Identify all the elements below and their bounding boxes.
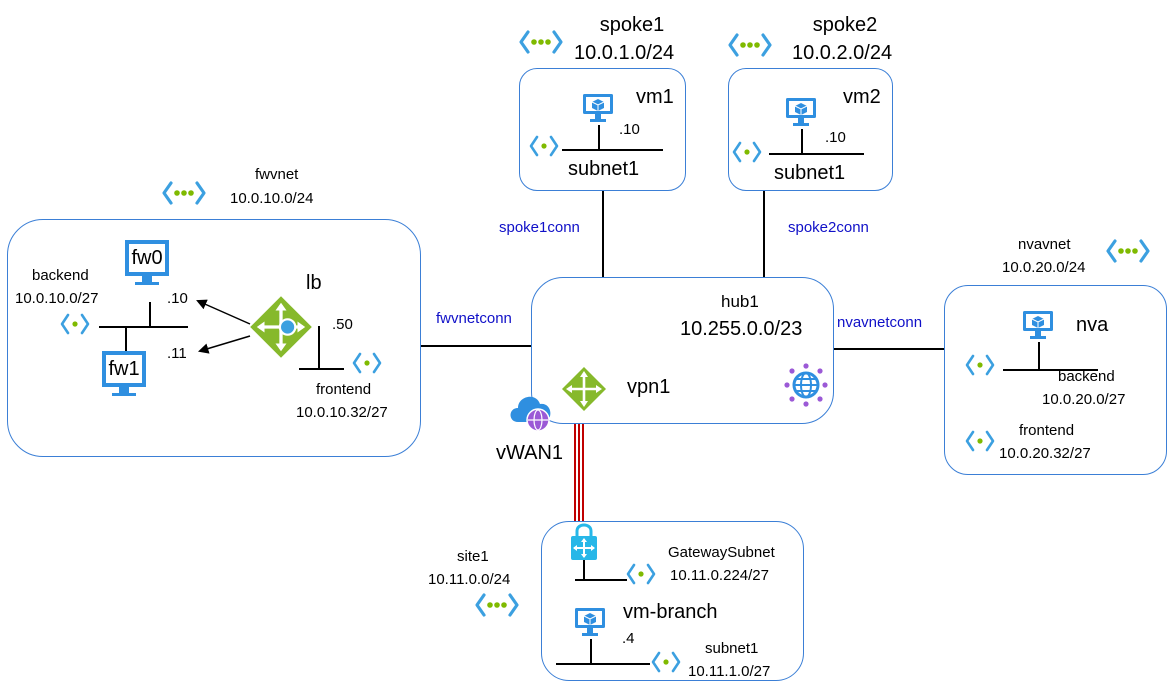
site1-gateway-subnet-cidr: 10.11.0.224/27 — [670, 567, 769, 584]
vm1-name: vm1 — [636, 86, 674, 108]
spoke2-connection-label: spoke2conn — [788, 219, 869, 236]
fwvnet-backend-name: backend — [32, 267, 89, 284]
vm-branch-vm-icon — [574, 607, 606, 639]
site1-subnet-cidr: 10.11.1.0/27 — [688, 663, 771, 680]
spoke2-subnet-bus — [769, 153, 864, 155]
spoke2-vnet-box: vm2 .10 subnet1 — [728, 68, 893, 191]
nvavnet-connection-label: nvavnetconn — [837, 314, 923, 331]
fw1-name: fw1 — [108, 358, 140, 380]
vm1-vm-icon — [582, 93, 614, 125]
spoke1-connection-line — [602, 190, 604, 277]
spoke1-subnet-icon — [529, 134, 559, 158]
nva-vm-icon — [1022, 310, 1054, 342]
nvavnet-box: nva backend 10.0.20.0/27 frontend 10.0.2… — [944, 285, 1167, 475]
fwvnet-frontend-name: frontend — [316, 381, 372, 398]
fwvnet-frontend-subnet-icon — [352, 351, 382, 375]
vpn-gateway-lock-icon — [570, 522, 598, 562]
fwvnet-box: fw0 fw1 backend 10.0.10.0/27 .10 .11 lb … — [7, 219, 421, 457]
site1-gateway-bus — [575, 579, 627, 581]
vm1-ip: .10 — [619, 121, 640, 138]
fwvnet-backend-subnet-icon — [60, 312, 90, 336]
nvavnet-backend-cidr: 10.0.20.0/27 — [1042, 391, 1126, 408]
fwvnet-frontend-cidr: 10.0.10.32/27 — [296, 404, 388, 421]
nvavnet-backend-subnet-icon — [965, 353, 995, 377]
lb-name: lb — [306, 272, 322, 294]
nvavnet-connection-line — [832, 348, 945, 350]
vm-branch-ip: .4 — [622, 630, 635, 647]
spoke2-subnet-name: subnet1 — [774, 162, 846, 184]
fwvnet-name: fwvnet — [255, 166, 299, 183]
vm2-vm-icon — [785, 97, 817, 129]
nva-name: nva — [1076, 314, 1109, 336]
spoke2-connection-line — [763, 190, 765, 277]
hub1-box: hub1 10.255.0.0/23 vpn1 — [531, 277, 834, 424]
fw1-ip: .11 — [167, 345, 187, 362]
fwvnet-vnet-icon — [162, 180, 206, 206]
fwvnet-frontend-bus — [299, 368, 344, 370]
spoke2-cidr: 10.0.2.0/24 — [792, 42, 893, 64]
spoke2-subnet-icon — [732, 140, 762, 164]
vpn1-name: vpn1 — [627, 376, 671, 398]
vm2-name: vm2 — [843, 86, 881, 108]
lb-to-fw-arrows — [196, 299, 251, 354]
spoke1-vnet-icon — [519, 29, 563, 55]
hub1-name: hub1 — [721, 292, 759, 311]
site1-box: GatewaySubnet 10.11.0.224/27 vm-branch .… — [541, 521, 804, 681]
vm2-ip: .10 — [825, 129, 846, 146]
fw0-vm-icon: fw0 — [125, 240, 169, 285]
fw0-ip: .10 — [167, 290, 188, 307]
fw1-vm-icon: fw1 — [102, 351, 146, 396]
site1-name: site1 — [457, 548, 489, 565]
vwan1-name: vWAN1 — [496, 442, 564, 464]
nvavnet-name: nvavnet — [1018, 236, 1071, 253]
spoke1-name: spoke1 — [599, 14, 665, 36]
nvavnet-backend-bus — [1003, 369, 1098, 371]
spoke1-vnet-box: vm1 .10 subnet1 — [519, 68, 686, 191]
site1-vnet-icon — [475, 592, 519, 618]
vm-branch-name: vm-branch — [623, 601, 718, 623]
fwvnet-connection-label: fwvnetconn — [436, 310, 512, 327]
vpn-tunnel-link — [574, 392, 584, 532]
site1-gateway-subnet-name: GatewaySubnet — [668, 544, 775, 561]
spoke1-subnet-name: subnet1 — [568, 158, 640, 180]
spoke2-name: spoke2 — [812, 14, 878, 36]
site1-subnet-name: subnet1 — [705, 640, 759, 657]
lb-ip: .50 — [332, 316, 353, 333]
site1-subnet-bus — [556, 663, 650, 665]
hub1-cidr: 10.255.0.0/23 — [680, 318, 803, 340]
spoke1-connection-label: spoke1conn — [499, 219, 580, 236]
site1-subnet-icon — [651, 650, 681, 674]
vpn-gateway-icon — [560, 365, 608, 413]
nvavnet-cidr: 10.0.20.0/24 — [1002, 259, 1086, 276]
spoke2-vnet-icon — [728, 32, 772, 58]
spoke1-subnet-bus — [562, 149, 663, 151]
nvavnet-frontend-cidr: 10.0.20.32/27 — [999, 445, 1091, 462]
site1-cidr: 10.11.0.0/24 — [428, 571, 511, 588]
nvavnet-frontend-name: frontend — [1019, 422, 1075, 439]
nvavnet-frontend-subnet-icon — [965, 429, 995, 453]
load-balancer-icon — [248, 294, 314, 360]
nvavnet-vnet-icon — [1106, 238, 1150, 264]
spoke1-cidr: 10.0.1.0/24 — [574, 42, 675, 64]
site1-gateway-subnet-icon — [626, 562, 656, 586]
virtual-hub-globe-icon — [784, 363, 828, 407]
fw0-name: fw0 — [131, 247, 163, 269]
fwvnet-backend-cidr: 10.0.10.0/27 — [15, 290, 99, 307]
fwvnet-cidr: 10.0.10.0/24 — [230, 190, 314, 207]
fwvnet-backend-bus — [99, 326, 188, 328]
vwan-icon — [506, 386, 556, 434]
nvavnet-backend-name: backend — [1058, 368, 1115, 385]
fwvnet-connection-line — [419, 345, 531, 347]
